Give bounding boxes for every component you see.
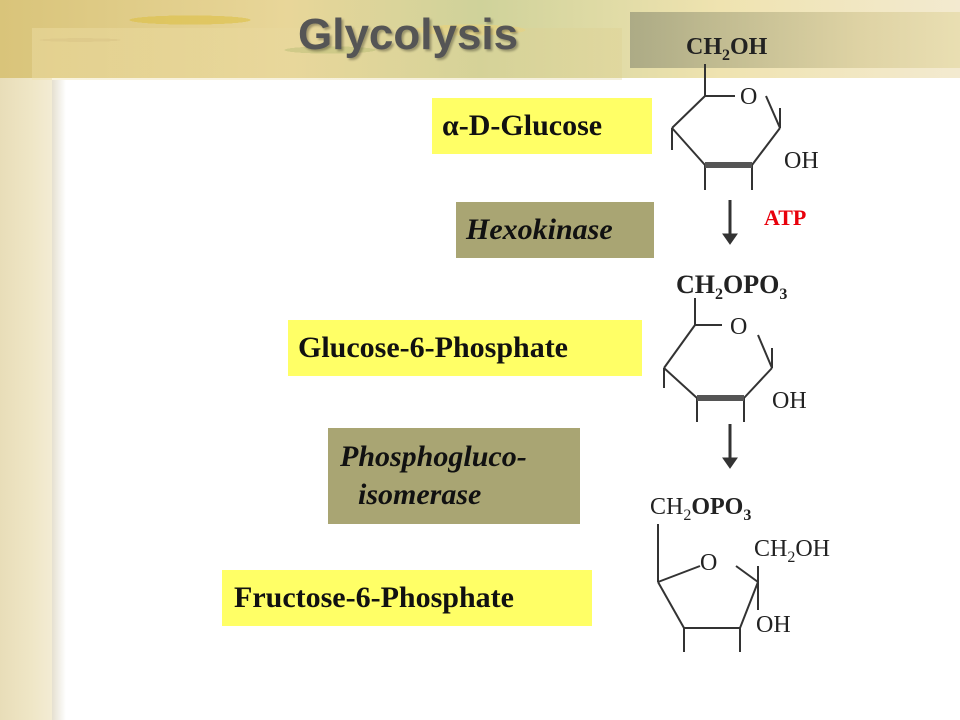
pgi-text-line1: Phosphogluco- xyxy=(340,440,527,473)
g6p-text: Glucose-6-Phosphate xyxy=(298,331,568,364)
label-alpha-d-glucose: α-D-Glucose xyxy=(432,98,652,154)
arrow-down-2 xyxy=(722,424,738,469)
atp-label: ATP xyxy=(764,205,807,230)
glucose-oh: OH xyxy=(784,148,819,174)
g6p-oh: OH xyxy=(772,388,807,414)
glucose-ch2oh: CH2OH xyxy=(686,34,768,64)
alpha-symbol: α xyxy=(442,109,459,142)
hexokinase-text: Hexokinase xyxy=(466,213,613,246)
banner-overlay-right xyxy=(630,12,960,68)
g6p-ch2opo3: CH2OPO3 xyxy=(676,270,788,304)
f6p-ch2oh: CH2OH xyxy=(754,536,831,566)
g6p-ring-oxygen: O xyxy=(730,314,748,340)
f6p-oh: OH xyxy=(756,612,791,638)
label-glucose-6-phosphate: Glucose-6-Phosphate xyxy=(288,320,642,376)
left-decorative-strip xyxy=(0,0,52,720)
glucose-ring xyxy=(671,64,781,190)
enzyme-phosphoglucoisomerase: Phosphogluco- isomerase xyxy=(328,428,580,524)
glucose-ring-oxygen: O xyxy=(736,84,762,111)
label-fructose-6-phosphate: Fructose-6-Phosphate xyxy=(222,570,592,626)
g6p-ring xyxy=(663,298,773,422)
f6p-ring xyxy=(657,524,759,652)
f6p-text: Fructose-6-Phosphate xyxy=(234,581,514,614)
glucose-label-text: -D-Glucose xyxy=(458,109,603,142)
banner-overlay xyxy=(32,28,622,80)
enzyme-hexokinase: Hexokinase xyxy=(456,202,654,258)
left-strip-shadow xyxy=(52,80,66,720)
arrow-down-1 xyxy=(722,200,738,245)
pgi-text-line2: isomerase xyxy=(358,478,482,511)
slide-title: Glycolysis xyxy=(298,10,519,59)
f6p-ring-oxygen: O xyxy=(700,550,718,576)
f6p-ch2opo3: CH2OPO3 xyxy=(650,494,752,524)
